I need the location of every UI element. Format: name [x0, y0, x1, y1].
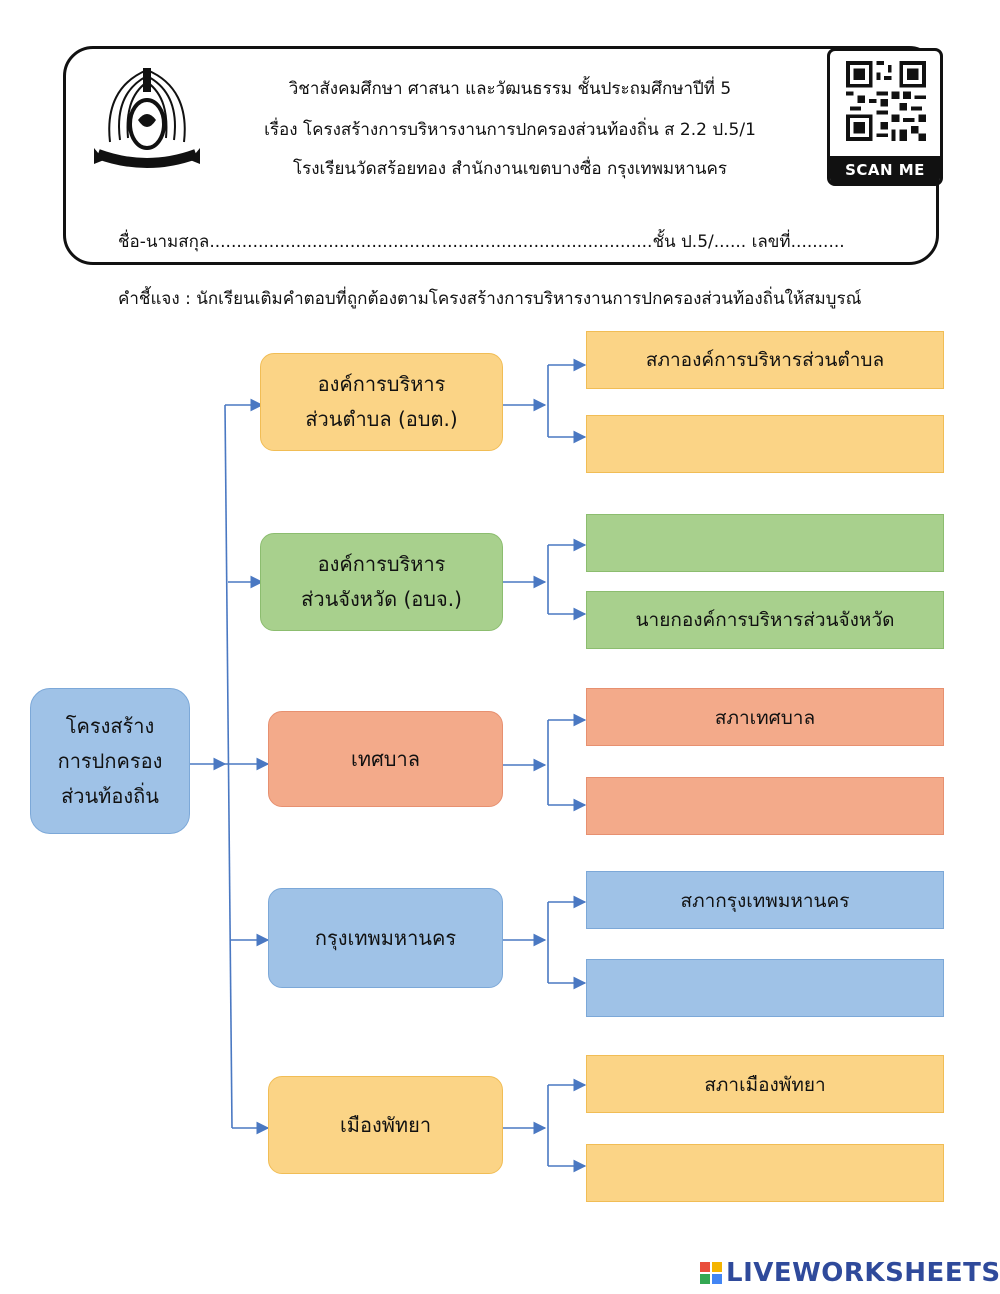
liveworksheets-brand[interactable]: LIVEWORKSHEETS — [700, 1258, 1000, 1288]
leaf-bangkok-answer-input[interactable] — [586, 959, 944, 1017]
leaf-pattaya-council: สภาเมืองพัทยา — [586, 1055, 944, 1113]
instruction-text: คำชี้แจง : นักเรียนเติมคำตอบที่ถูกต้องตา… — [118, 289, 862, 309]
leaf-bangkok-council: สภากรุงเทพมหานคร — [586, 871, 944, 929]
brand-label: LIVEWORKSHEETS — [726, 1258, 1000, 1288]
leaf-municipal-council: สภาเทศบาล — [586, 688, 944, 746]
leaf-pao-answer-input[interactable] — [586, 514, 944, 572]
branch-node-sao: องค์การบริหาร ส่วนตำบล (อบต.) — [260, 353, 503, 451]
header-box — [63, 46, 939, 265]
branch-node-municipality: เทศบาล — [268, 711, 503, 807]
branch-node-bangkok: กรุงเทพมหานคร — [268, 888, 503, 988]
leaf-sao-answer-input[interactable] — [586, 415, 944, 473]
leaf-sao-council: สภาองค์การบริหารส่วนตำบล — [586, 331, 944, 389]
liveworksheets-logo-icon — [700, 1262, 722, 1284]
leaf-municipality-answer-input[interactable] — [586, 777, 944, 835]
school-logo-icon — [94, 68, 200, 168]
leaf-pao-chief: นายกองค์การบริหารส่วนจังหวัด — [586, 591, 944, 649]
header-topic: เรื่อง โครงสร้างการบริหารงานการปกครองส่ว… — [264, 120, 756, 140]
student-name-line: ชื่อ-นามสกุล............................… — [118, 232, 845, 252]
branch-node-pao: องค์การบริหาร ส่วนจังหวัด (อบจ.) — [260, 533, 503, 631]
qr-code-icon — [846, 61, 926, 141]
branch-node-pattaya: เมืองพัทยา — [268, 1076, 503, 1174]
leaf-pattaya-answer-input[interactable] — [586, 1144, 944, 1202]
header-subject: วิชาสังคมศึกษา ศาสนา และวัฒนธรรม ชั้นประ… — [288, 79, 732, 99]
scan-me-label: SCAN ME — [830, 156, 940, 184]
root-node: โครงสร้าง การปกครอง ส่วนท้องถิ่น — [30, 688, 190, 834]
header-school: โรงเรียนวัดสร้อยทอง สำนักงานเขตบางซื่อ ก… — [292, 159, 728, 179]
